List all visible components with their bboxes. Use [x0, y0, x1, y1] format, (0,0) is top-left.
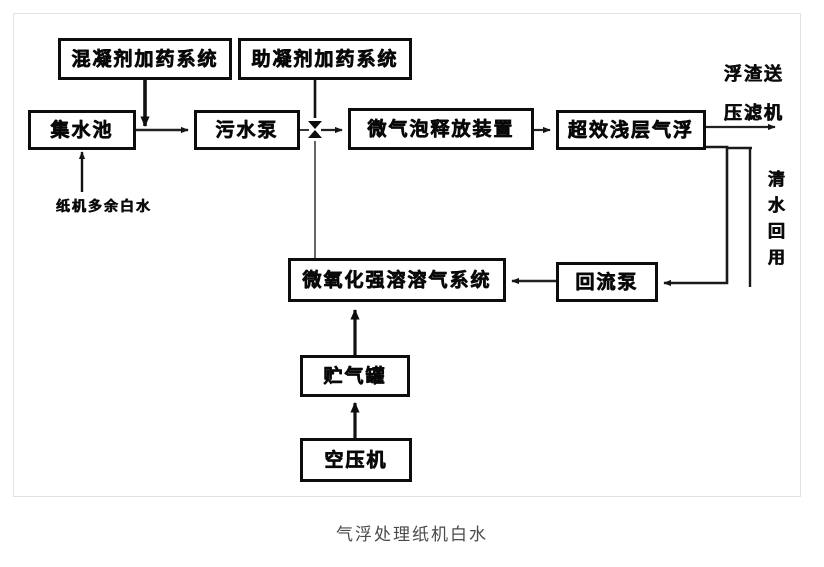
diagram-caption: 气浮处理纸机白水 [336, 525, 488, 545]
node-sewage-pump[interactable]: 污水泵 [194, 110, 300, 150]
diagram-outer-frame [13, 13, 801, 497]
annotation-scum-line1: 浮渣送 [724, 64, 784, 85]
node-flocculant-aid-dosing[interactable]: 助凝剂加药系统 [238, 38, 412, 80]
annotation-scum-line2: 压滤机 [724, 103, 784, 124]
node-air-compressor[interactable]: 空压机 [300, 438, 412, 482]
node-label: 回流泵 [575, 270, 639, 293]
node-collection-basin[interactable]: 集水池 [28, 110, 136, 150]
node-label: 超效浅层气浮 [567, 118, 694, 141]
edge-flotation-to-reflux [663, 145, 729, 287]
node-label: 微氧化强溶溶气系统 [302, 268, 492, 291]
node-shallow-air-flotation[interactable]: 超效浅层气浮 [556, 110, 706, 150]
node-coagulant-dosing[interactable]: 混凝剂加药系统 [58, 38, 232, 80]
node-microbubble-release[interactable]: 微气泡释放装置 [348, 108, 534, 150]
annotation-clear-water-reuse: 清水回用 [764, 170, 784, 274]
node-label: 集水池 [50, 118, 114, 141]
annotation-influent-label: 纸机多余白水 [56, 199, 152, 215]
node-label: 微气泡释放装置 [367, 117, 515, 140]
node-label: 污水泵 [215, 118, 279, 141]
node-reflux-pump[interactable]: 回流泵 [556, 262, 658, 302]
node-label: 贮气罐 [323, 364, 387, 387]
dosing-valve-icon [308, 121, 322, 138]
node-label: 助凝剂加药系统 [251, 47, 399, 70]
node-micro-oxidation-gas[interactable]: 微氧化强溶溶气系统 [288, 258, 506, 302]
node-gas-storage-tank[interactable]: 贮气罐 [300, 355, 410, 397]
node-label: 混凝剂加药系统 [71, 47, 219, 70]
node-label: 空压机 [324, 448, 388, 471]
